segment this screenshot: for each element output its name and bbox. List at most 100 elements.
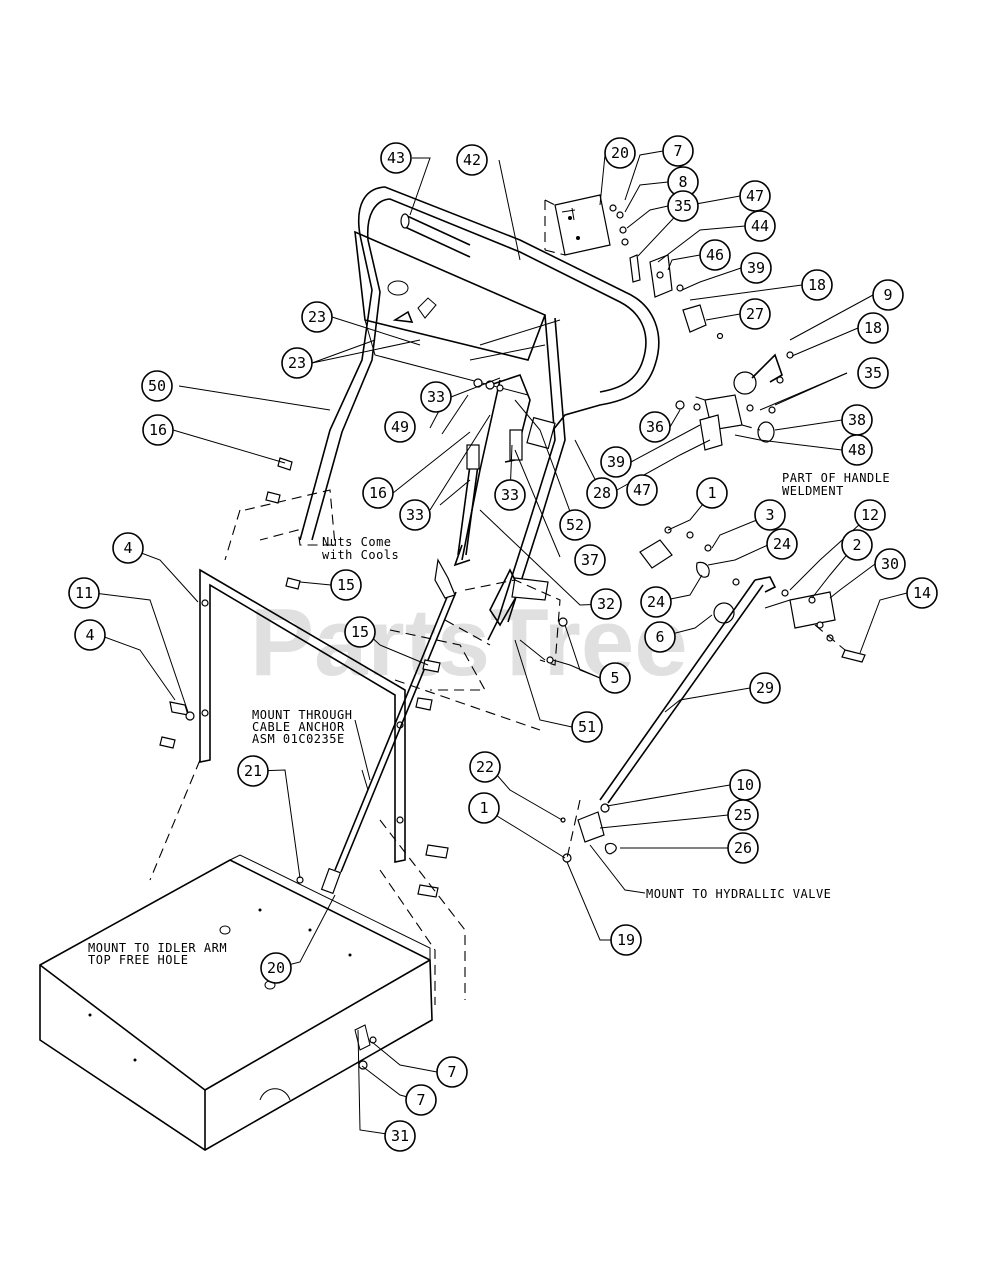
- dash-levers: [429, 319, 561, 567]
- callout-31: 31: [384, 1120, 416, 1152]
- svg-text:18: 18: [864, 319, 882, 337]
- svg-text:4: 4: [85, 626, 94, 644]
- note-hydraulic: MOUNT TO HYDRALLIC VALVE: [646, 887, 831, 901]
- note-handle-1: PART OF HANDLE: [782, 471, 890, 485]
- svg-text:49: 49: [391, 418, 409, 436]
- callout-39: 39: [740, 252, 772, 284]
- note-nuts-1: Nuts Come: [322, 535, 392, 549]
- svg-text:35: 35: [864, 364, 882, 382]
- callout-47b: 47: [626, 474, 658, 506]
- callout-32: 32: [590, 588, 622, 620]
- svg-text:15: 15: [337, 576, 355, 594]
- callout-11: 11: [68, 577, 100, 609]
- svg-text:21: 21: [244, 762, 262, 780]
- callout-1b: 1: [468, 792, 500, 824]
- svg-text:11: 11: [75, 584, 93, 602]
- svg-text:1: 1: [479, 799, 488, 817]
- svg-text:4: 4: [123, 539, 132, 557]
- callout-24: 24: [766, 528, 798, 560]
- callout-7b: 7: [436, 1056, 468, 1088]
- svg-text:32: 32: [597, 595, 615, 613]
- callout-4b: 4: [74, 619, 106, 651]
- callout-18b: 18: [857, 312, 889, 344]
- svg-text:24: 24: [647, 593, 665, 611]
- svg-text:39: 39: [747, 259, 765, 277]
- svg-text:42: 42: [463, 151, 481, 169]
- svg-text:3: 3: [765, 506, 774, 524]
- svg-text:43: 43: [387, 149, 405, 167]
- svg-text:22: 22: [476, 758, 494, 776]
- callout-48: 48: [841, 434, 873, 466]
- svg-text:47: 47: [746, 187, 764, 205]
- callout-3: 3: [754, 499, 786, 531]
- notes: Nuts Come with Cools PART OF HANDLE WELD…: [88, 471, 890, 967]
- callout-6: 6: [644, 621, 676, 653]
- svg-text:1: 1: [707, 484, 716, 502]
- note-idler-1: MOUNT TO IDLER ARM: [88, 941, 227, 955]
- callout-4: 4: [112, 532, 144, 564]
- svg-text:48: 48: [848, 441, 866, 459]
- svg-text:29: 29: [756, 679, 774, 697]
- handle-weldment: [299, 186, 660, 641]
- svg-text:7: 7: [447, 1063, 456, 1081]
- note-mount-3: ASM 01C0235E: [252, 732, 345, 746]
- svg-text:24: 24: [773, 535, 791, 553]
- svg-text:36: 36: [646, 418, 664, 436]
- svg-text:15: 15: [351, 623, 369, 641]
- callout-7c: 7: [405, 1084, 437, 1116]
- svg-text:33: 33: [427, 388, 445, 406]
- svg-text:44: 44: [751, 217, 769, 235]
- svg-text:31: 31: [391, 1127, 409, 1145]
- cable-anchor-frame: [149, 568, 466, 1005]
- callout-51: 51: [571, 711, 603, 743]
- callout-1: 1: [696, 477, 728, 509]
- callout-12: 12: [854, 499, 886, 531]
- callout-23: 23: [301, 301, 333, 333]
- svg-text:51: 51: [578, 718, 596, 736]
- callout-36: 36: [639, 411, 671, 443]
- callout-35: 35: [667, 190, 699, 222]
- svg-text:19: 19: [617, 931, 635, 949]
- callout-24b: 24: [640, 586, 672, 618]
- note-handle-2: WELDMENT: [782, 484, 844, 498]
- deck-housing: [39, 558, 457, 1151]
- svg-text:23: 23: [288, 354, 306, 372]
- callout-5: 5: [599, 662, 631, 694]
- callout-46: 46: [699, 239, 731, 271]
- callout-19: 19: [610, 924, 642, 956]
- callout-16: 16: [142, 414, 174, 446]
- svg-text:47: 47: [633, 481, 651, 499]
- callout-7: 7: [662, 135, 694, 167]
- leader-lines: [93, 150, 908, 1137]
- svg-text:9: 9: [883, 286, 892, 304]
- mid-right-assembly: [560, 526, 866, 863]
- svg-text:7: 7: [416, 1091, 425, 1109]
- callout-20b: 20: [260, 952, 292, 984]
- callout-27: 27: [739, 298, 771, 330]
- note-mount-2: CABLE ANCHOR: [252, 720, 345, 734]
- svg-text:12: 12: [861, 506, 879, 524]
- callout-43: 43: [380, 142, 412, 174]
- svg-text:37: 37: [581, 551, 599, 569]
- svg-text:16: 16: [369, 484, 387, 502]
- callout-33c: 33: [494, 479, 526, 511]
- callout-22: 22: [469, 751, 501, 783]
- callout-47: 47: [739, 180, 771, 212]
- callout-33b: 33: [399, 499, 431, 531]
- svg-text:27: 27: [746, 305, 764, 323]
- svg-text:14: 14: [913, 584, 931, 602]
- callout-18: 18: [801, 269, 833, 301]
- callout-21: 21: [237, 755, 269, 787]
- callout-20: 20: [604, 137, 636, 169]
- svg-text:20: 20: [267, 959, 285, 977]
- svg-text:20: 20: [611, 144, 629, 162]
- svg-text:5: 5: [610, 669, 619, 687]
- callout-37: 37: [574, 544, 606, 576]
- svg-text:10: 10: [736, 776, 754, 794]
- svg-text:50: 50: [148, 377, 166, 395]
- callout-50: 50: [141, 370, 173, 402]
- callout-9: 9: [872, 279, 904, 311]
- svg-text:39: 39: [607, 453, 625, 471]
- callout-49: 49: [384, 411, 416, 443]
